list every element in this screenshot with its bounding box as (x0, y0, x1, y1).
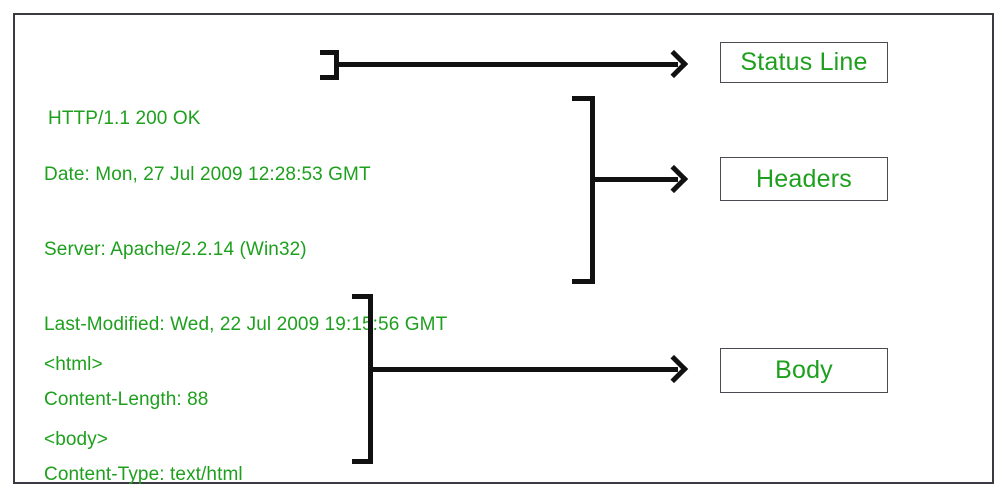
header-line-content-type: Content-Type: text/html (44, 464, 243, 485)
label-box-body: Body (720, 348, 888, 393)
header-line-last-modified: Last-Modified: Wed, 22 Jul 2009 19:15:56… (44, 314, 448, 335)
header-line-server: Server: Apache/2.2.14 (Win32) (44, 239, 307, 260)
body-text-block: <html> <body> <h1>Hello, World!</h1> </b… (44, 302, 247, 499)
headers-text-block: Date: Mon, 27 Jul 2009 12:28:53 GMT Serv… (44, 112, 447, 499)
arrow-line-status (336, 62, 678, 67)
body-line-body-open: <body> (44, 429, 108, 450)
label-box-headers: Headers (720, 157, 888, 201)
header-line-content-length: Content-Length: 88 (44, 389, 209, 410)
body-line-html-open: <html> (44, 354, 103, 375)
diagram-frame (13, 13, 994, 484)
bracket-headers (572, 96, 595, 284)
status-line-row: HTTP/1.1 200 OK (48, 108, 201, 129)
label-box-status-line: Status Line (720, 42, 888, 83)
arrow-line-body (370, 367, 678, 372)
status-line-text: HTTP/1.1 200 OK (48, 56, 201, 181)
bracket-body (352, 294, 373, 464)
arrow-line-headers (592, 177, 678, 182)
header-line-date: Date: Mon, 27 Jul 2009 12:28:53 GMT (44, 164, 371, 185)
